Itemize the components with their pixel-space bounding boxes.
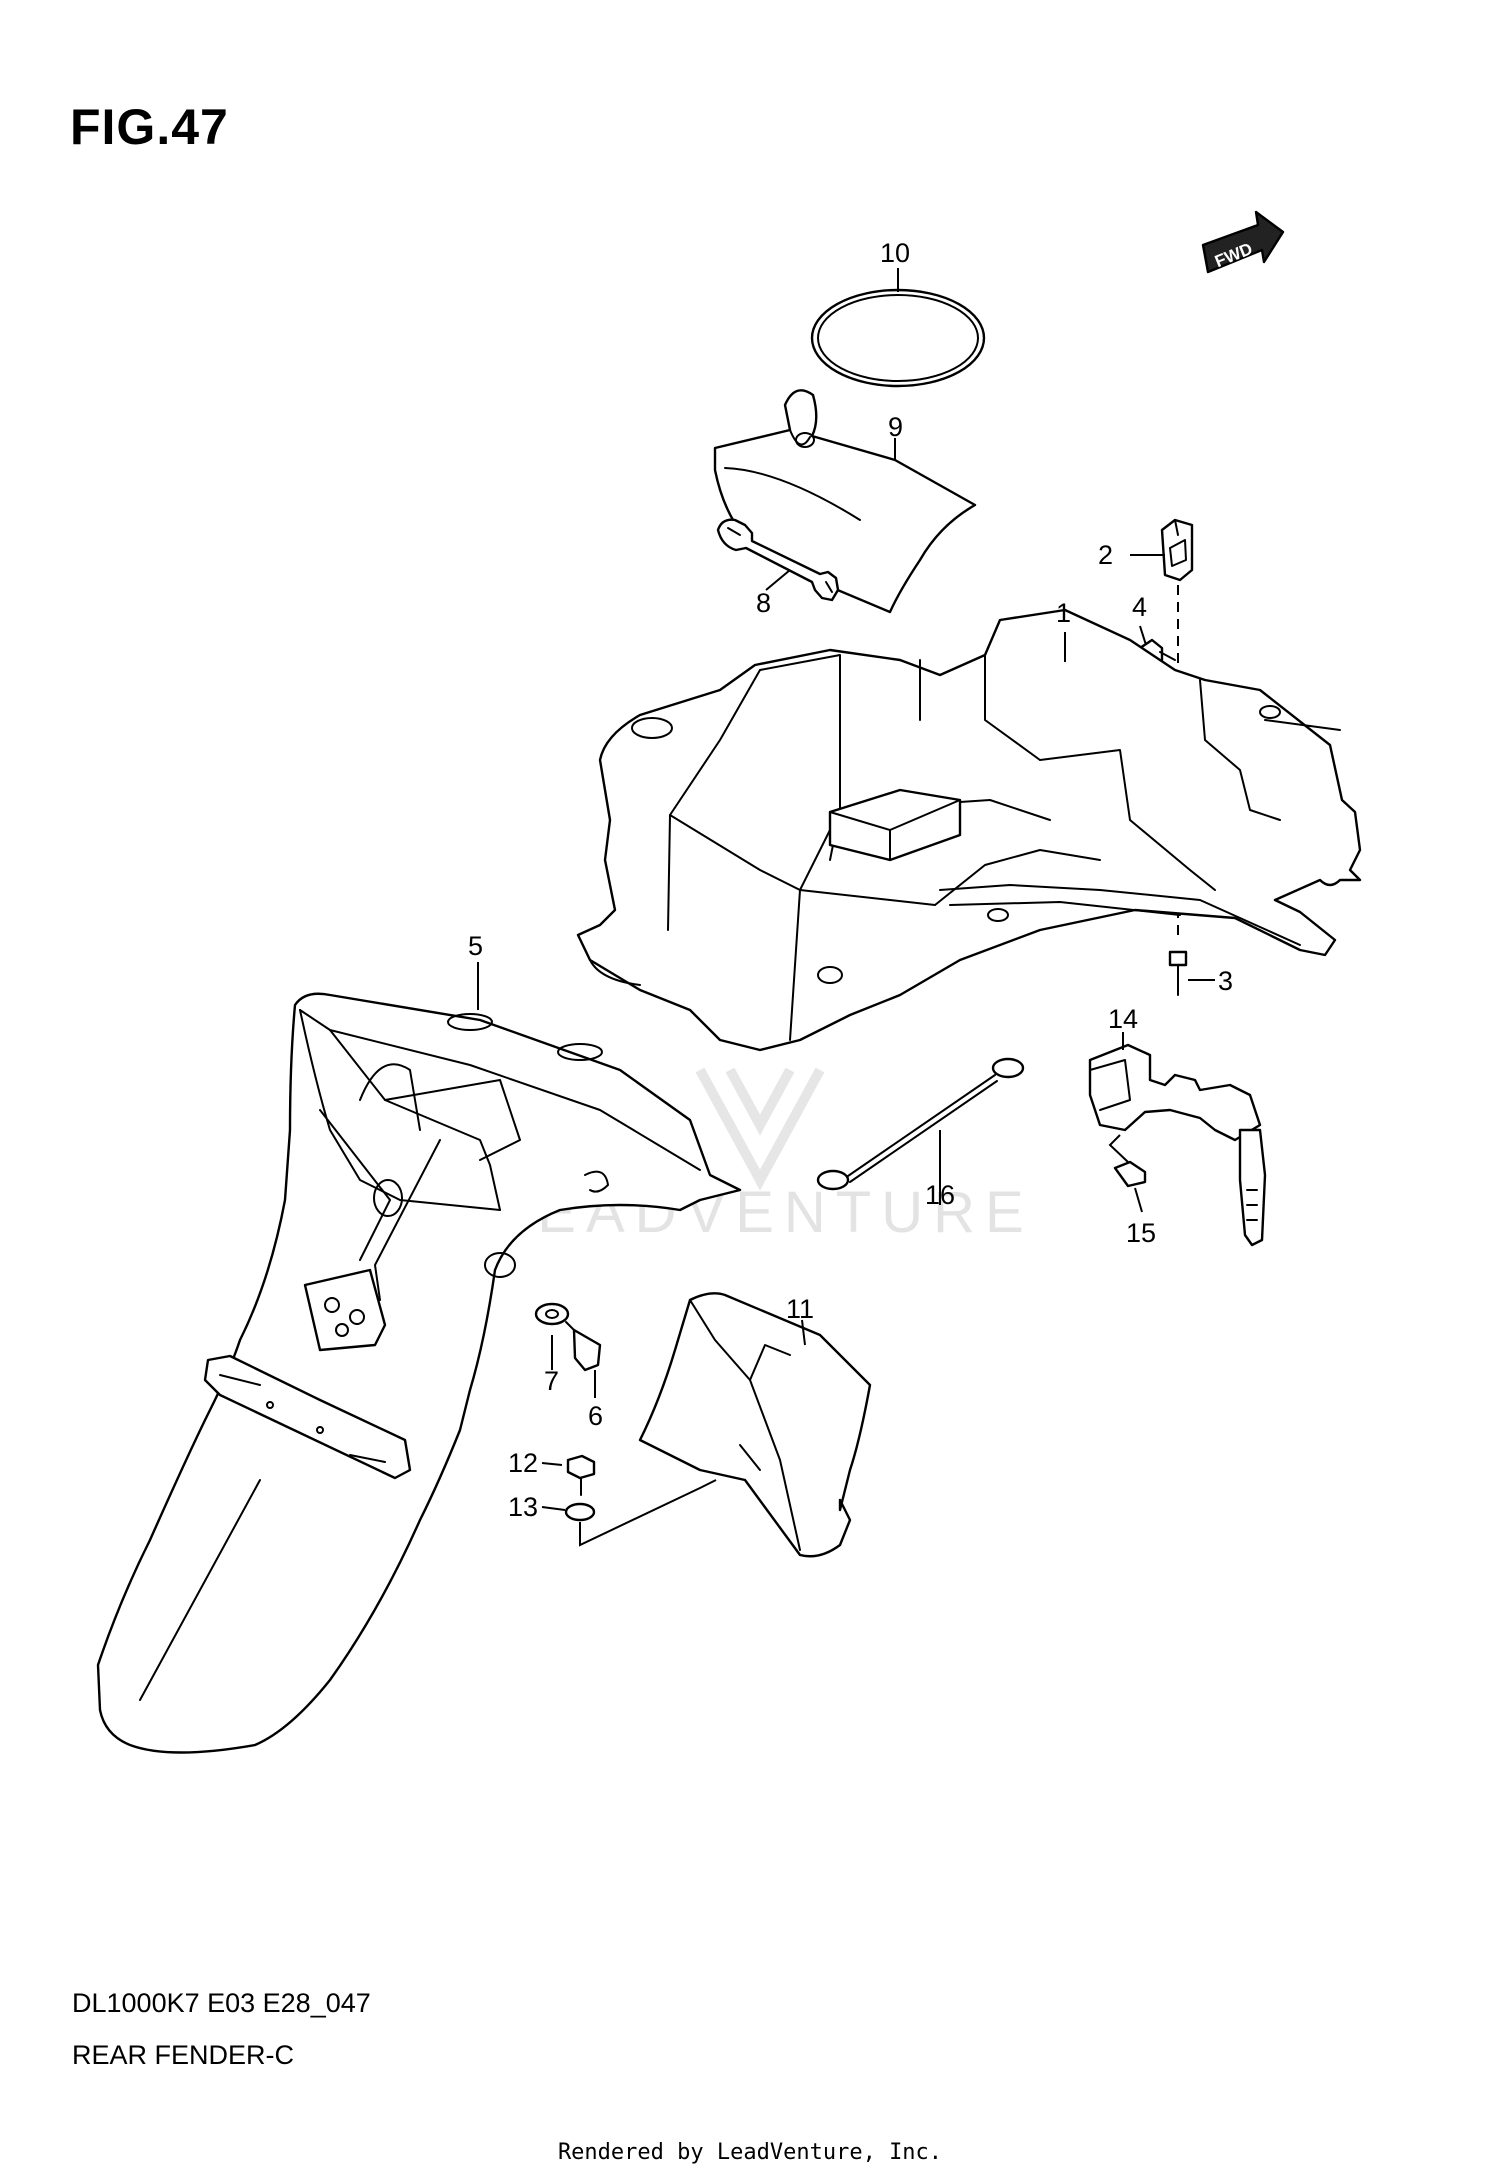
section-name: REAR FENDER-C [72, 2040, 295, 2070]
callout-14: 14 [1108, 1004, 1138, 1034]
part-5-rear-fender [96, 992, 742, 1754]
part-12-bolt [566, 1454, 596, 1496]
callout-12: 12 [508, 1448, 538, 1478]
part-6-bolt [565, 1321, 602, 1372]
callout-3: 3 [1218, 966, 1233, 996]
part-15-screw [1113, 1160, 1147, 1188]
callout-7: 7 [544, 1366, 559, 1396]
callout-6: 6 [588, 1401, 603, 1431]
part-10-ring [810, 288, 986, 388]
part-2-clip [1160, 518, 1194, 582]
fwd-arrow-icon: FWD [1201, 210, 1285, 274]
part-16-cable [816, 1057, 1025, 1191]
rendered-by-footer: Rendered by LeadVenture, Inc. [557, 2140, 943, 2165]
callout-4: 4 [1132, 592, 1147, 622]
callout-2: 2 [1098, 540, 1113, 570]
callout-5: 5 [468, 931, 483, 961]
part-9-tool-bag [713, 389, 977, 614]
part-3-rivet [1168, 950, 1188, 996]
callout-16: 16 [925, 1180, 955, 1210]
callout-1: 1 [1056, 598, 1071, 628]
callout-8: 8 [756, 588, 771, 618]
leader-lines [477, 268, 1215, 1511]
part-8-spanner [716, 518, 840, 602]
callout-13: 13 [508, 1492, 538, 1522]
part-7-washer [534, 1302, 570, 1326]
part-1-rear-tray [576, 608, 1362, 1052]
part-11-inner-fender [638, 1292, 872, 1558]
callout-11: 11 [786, 1294, 814, 1324]
part-14-seat-lock [1088, 1043, 1267, 1247]
callout-10: 10 [880, 238, 910, 268]
model-code: DL1000K7 E03 E28_047 [72, 1988, 371, 2018]
part-13-washer [564, 1502, 596, 1522]
part-12-13-guide [579, 1479, 717, 1547]
part-14-15-guide [1108, 1134, 1129, 1163]
callouts: 10 9 2 4 1 8 3 5 14 16 15 11 7 6 12 13 [468, 238, 1233, 1522]
callout-15: 15 [1126, 1218, 1156, 1248]
callout-9: 9 [888, 412, 903, 442]
figure-title: FIG.47 [70, 99, 229, 155]
